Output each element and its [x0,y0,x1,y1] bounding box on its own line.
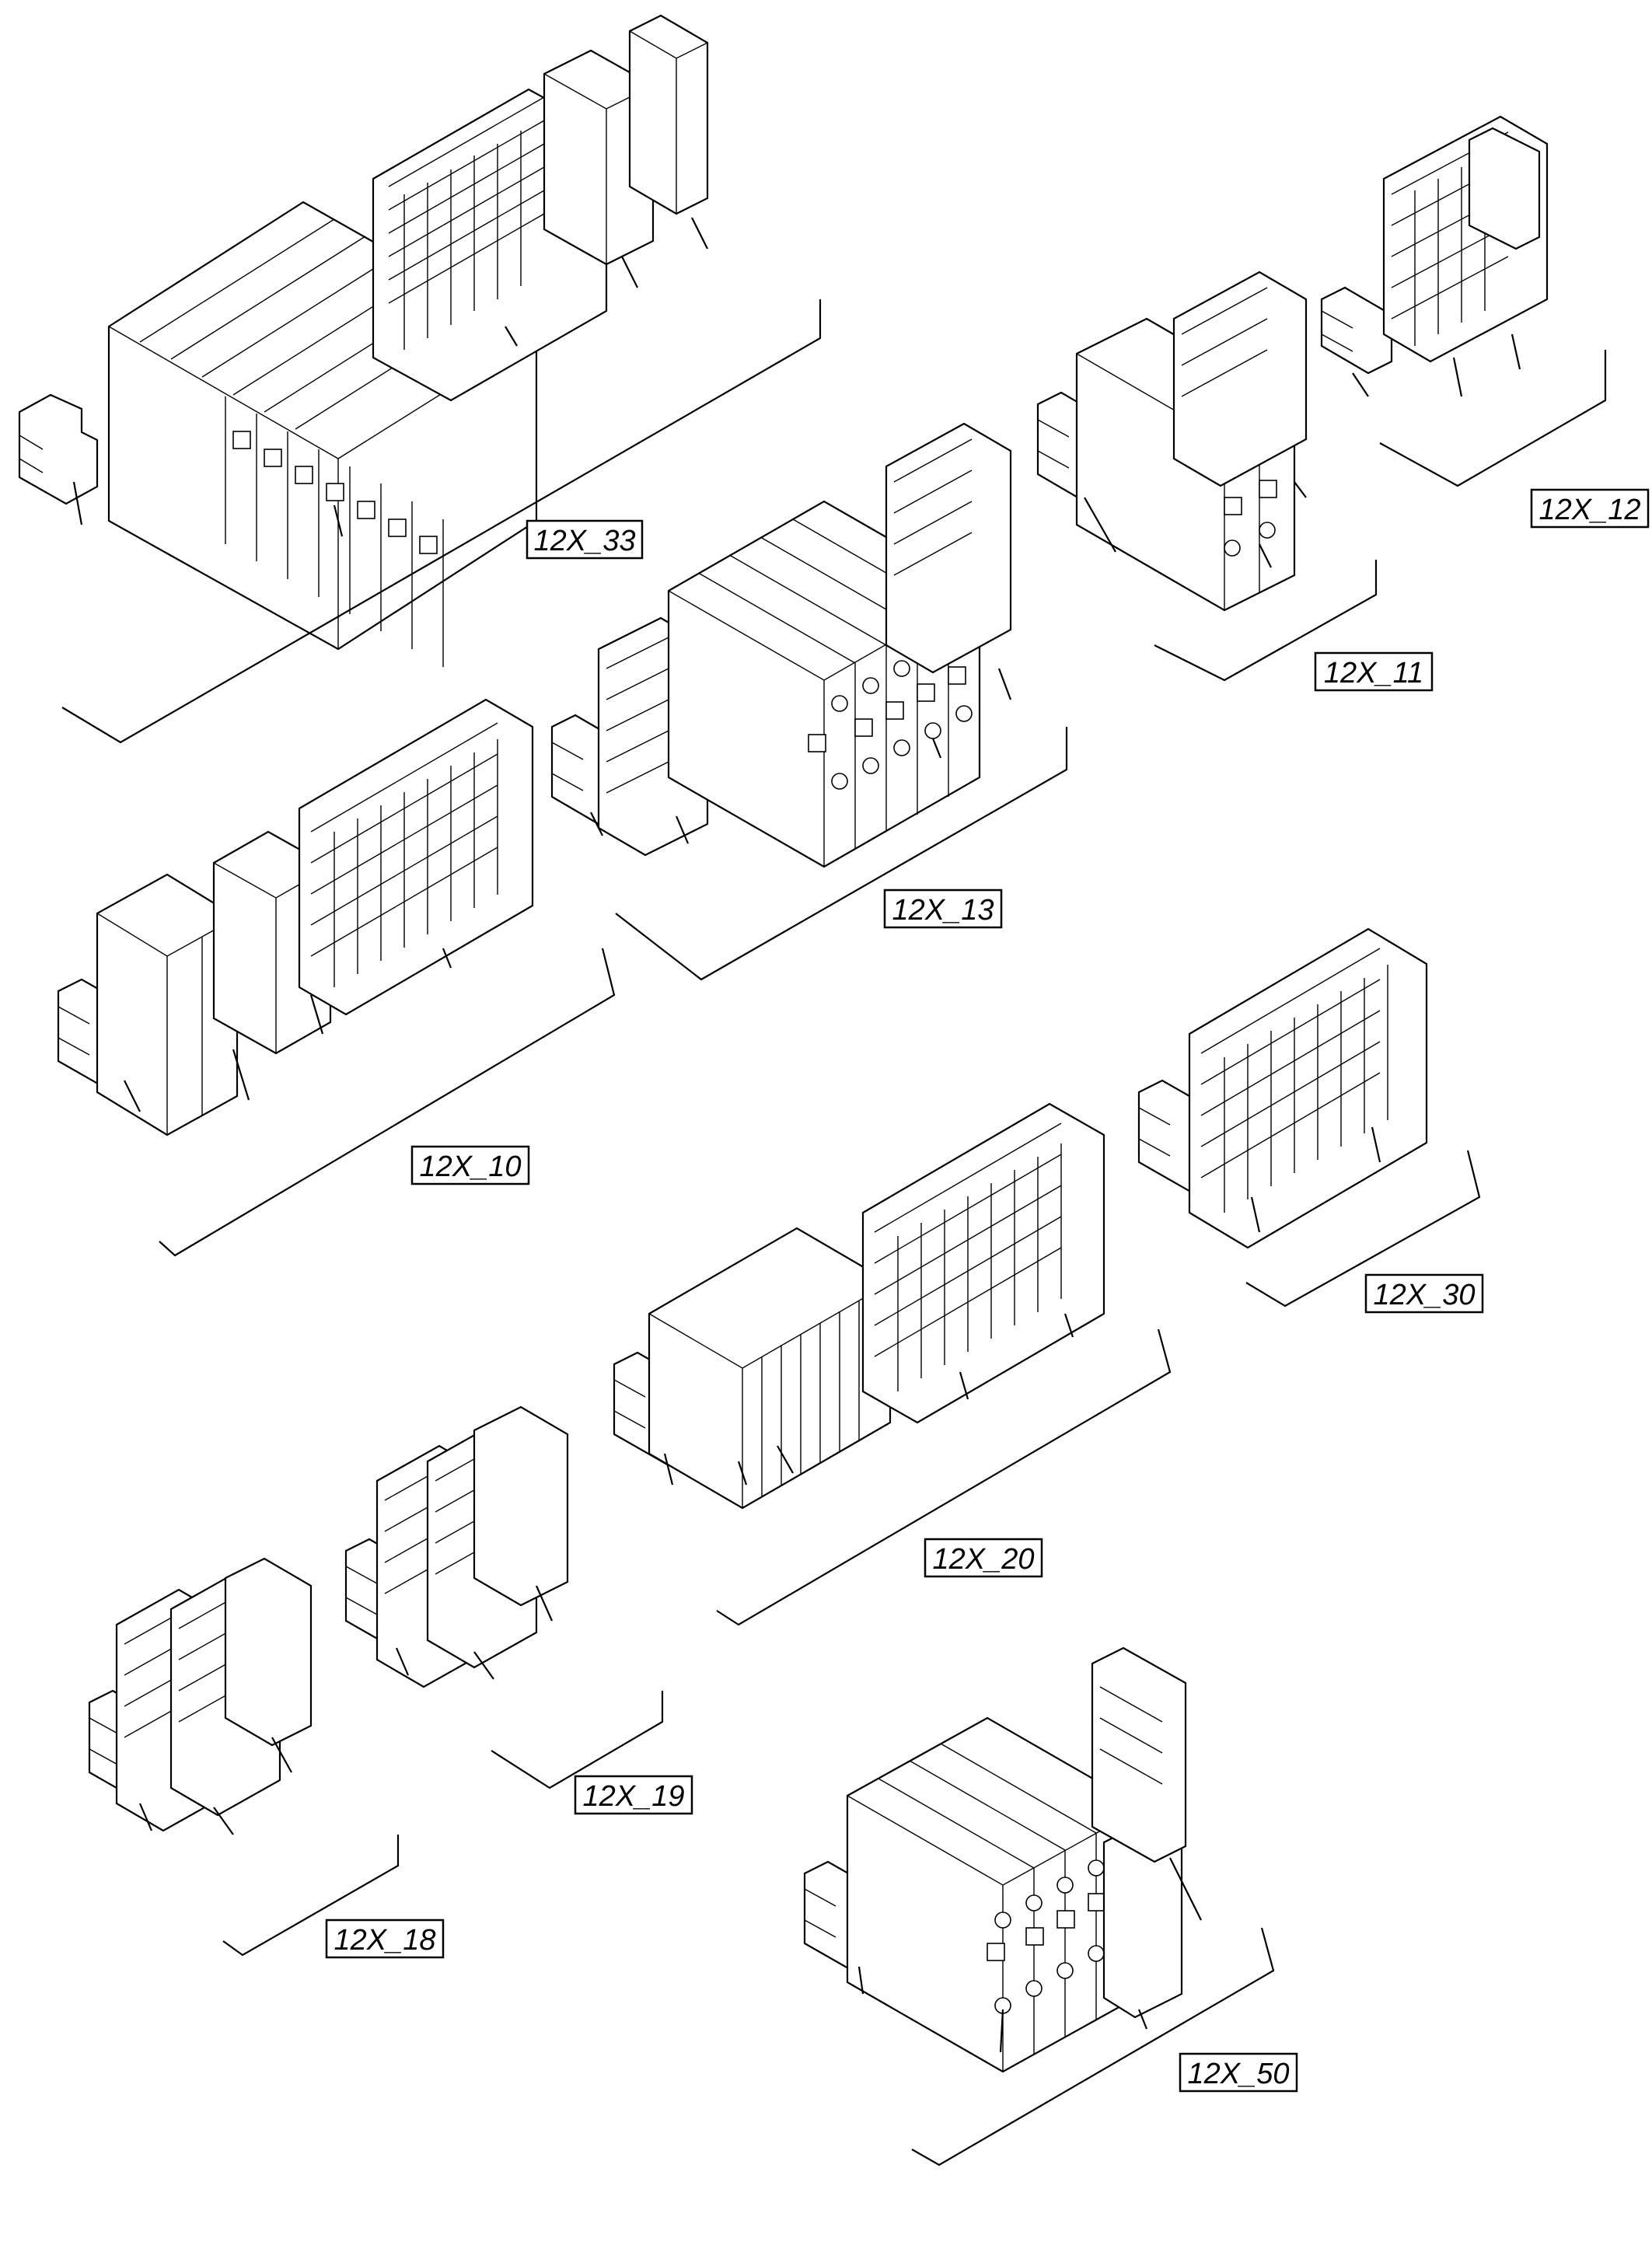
assembly-12x-13: 12X_13 [550,422,1068,981]
label-12x-20: 12X_20 [932,1543,1034,1576]
assembly-12x-10: 12X_10 [57,698,616,1257]
assembly-12x-30: 12X_30 [1137,927,1484,1314]
assembly-12x-19: 12X_19 [344,1405,693,1815]
assembly-12x-12: 12X_12 [1320,115,1650,529]
assembly-12x-11: 12X_11 [1036,271,1434,692]
label-12x-10: 12X_10 [419,1150,521,1183]
label-12x-50: 12X_50 [1187,2058,1289,2090]
label-12x-33: 12X_33 [533,525,635,557]
label-12x-12: 12X_12 [1538,494,1640,526]
assembly-12x-33: 12X_33 [18,14,822,744]
assembly-12x-20: 12X_20 [613,1102,1172,1626]
label-12x-30: 12X_30 [1373,1279,1475,1311]
label-12x-19: 12X_19 [582,1780,684,1813]
label-12x-11: 12X_11 [1324,657,1423,690]
label-12x-13: 12X_13 [892,894,994,927]
assembly-12x-50: 12X_50 [803,1646,1298,2166]
assembly-12x-18: 12X_18 [88,1557,445,1959]
label-12x-18: 12X_18 [334,1924,435,1957]
